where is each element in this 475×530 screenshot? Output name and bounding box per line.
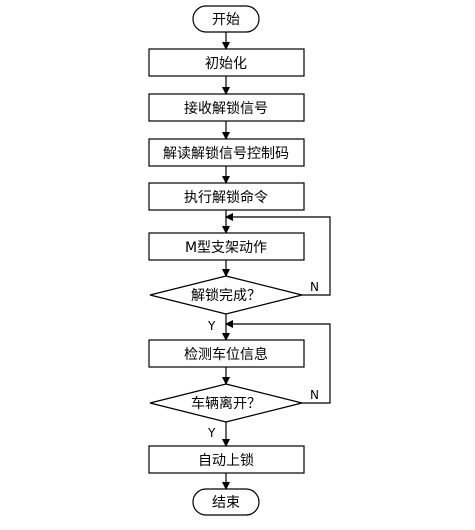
decision2-yes-label: Y xyxy=(207,426,216,440)
init-box xyxy=(148,48,305,77)
init-label: 初始化 xyxy=(205,55,247,72)
decision1-yes-label: Y xyxy=(207,319,216,333)
decode-box xyxy=(148,138,305,167)
m-action-label: M型支架动作 xyxy=(185,240,267,256)
m-action-box xyxy=(148,232,305,261)
auto-lock-box xyxy=(148,445,305,474)
end-label: 结束 xyxy=(212,495,240,511)
decision2-no-label: N xyxy=(310,388,319,402)
vehicle-left-label: 车辆离开？ xyxy=(191,395,261,412)
detect-label: 检测车位信息 xyxy=(184,346,268,363)
detect-box xyxy=(148,339,305,368)
unlock-done-label: 解锁完成？ xyxy=(191,288,261,304)
decision1-no-label: N xyxy=(310,280,319,294)
auto-lock-label: 自动上锁 xyxy=(198,453,254,469)
decode-label: 解读解锁信号控制码 xyxy=(163,145,289,162)
loop-no-unlock xyxy=(225,213,331,296)
start-label: 开始 xyxy=(212,12,240,28)
execute-label: 执行解锁命令 xyxy=(184,189,268,206)
receive-label: 接收解锁信号 xyxy=(184,100,268,117)
end-terminal xyxy=(192,488,260,516)
loop-no-vehicle xyxy=(225,320,331,404)
